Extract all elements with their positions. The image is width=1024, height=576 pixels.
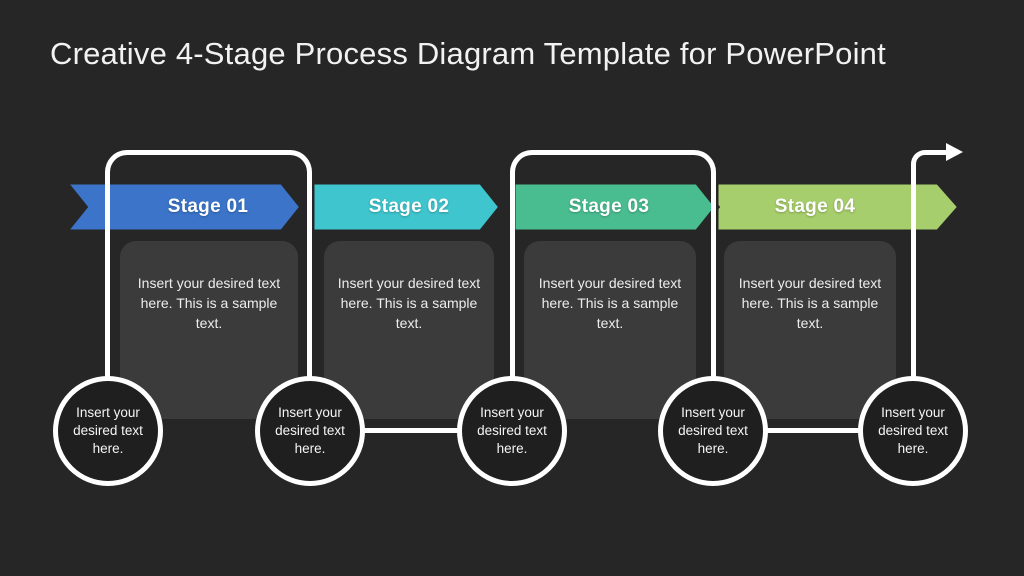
flow-arrowhead-icon: [946, 143, 963, 161]
loop-outline-stage3: [510, 150, 716, 377]
stage-4-card-text: Insert your desired text here. This is a…: [738, 275, 882, 331]
milestone-circle-5: Insert your desired text here.: [858, 376, 968, 486]
milestone-circle-2-text: Insert your desired text here.: [275, 405, 345, 456]
milestone-circle-3-text: Insert your desired text here.: [477, 405, 547, 456]
stage-1-label: Stage 01: [167, 196, 249, 217]
stage-2-arrow: [309, 179, 505, 235]
stage-4-label: Stage 04: [774, 196, 856, 217]
milestone-circle-5-text: Insert your desired text here.: [878, 405, 948, 456]
stage-1-card-text: Insert your desired text here. This is a…: [137, 275, 281, 331]
stage-2-card-text: Insert your desired text here. This is a…: [337, 275, 481, 331]
milestone-circle-2: Insert your desired text here.: [255, 376, 365, 486]
connector-circle4-circle5: [762, 428, 862, 433]
connector-circle2-circle3: [360, 428, 460, 433]
milestone-circle-3: Insert your desired text here.: [457, 376, 567, 486]
slide-title: Creative 4-Stage Process Diagram Templat…: [50, 36, 886, 71]
stage-4-card: Insert your desired text here. This is a…: [724, 241, 896, 419]
stage-1-arrow: [59, 179, 306, 235]
stage-1-card: Insert your desired text here. This is a…: [120, 241, 298, 419]
stage-3-card-text: Insert your desired text here. This is a…: [538, 275, 682, 331]
milestone-circle-1: Insert your desired text here.: [53, 376, 163, 486]
loop-outline-stage1: [105, 150, 312, 377]
stage-2-label: Stage 02: [368, 196, 450, 217]
stage-3-card: Insert your desired text here. This is a…: [524, 241, 696, 419]
stage-2-card: Insert your desired text here. This is a…: [324, 241, 494, 419]
stage-3-label: Stage 03: [568, 196, 650, 217]
milestone-circle-4: Insert your desired text here.: [658, 376, 768, 486]
stage-4-arrow: [713, 179, 964, 235]
flow-exit-line: [911, 150, 949, 377]
milestone-circle-1-text: Insert your desired text here.: [73, 405, 143, 456]
milestone-circle-4-text: Insert your desired text here.: [678, 405, 748, 456]
